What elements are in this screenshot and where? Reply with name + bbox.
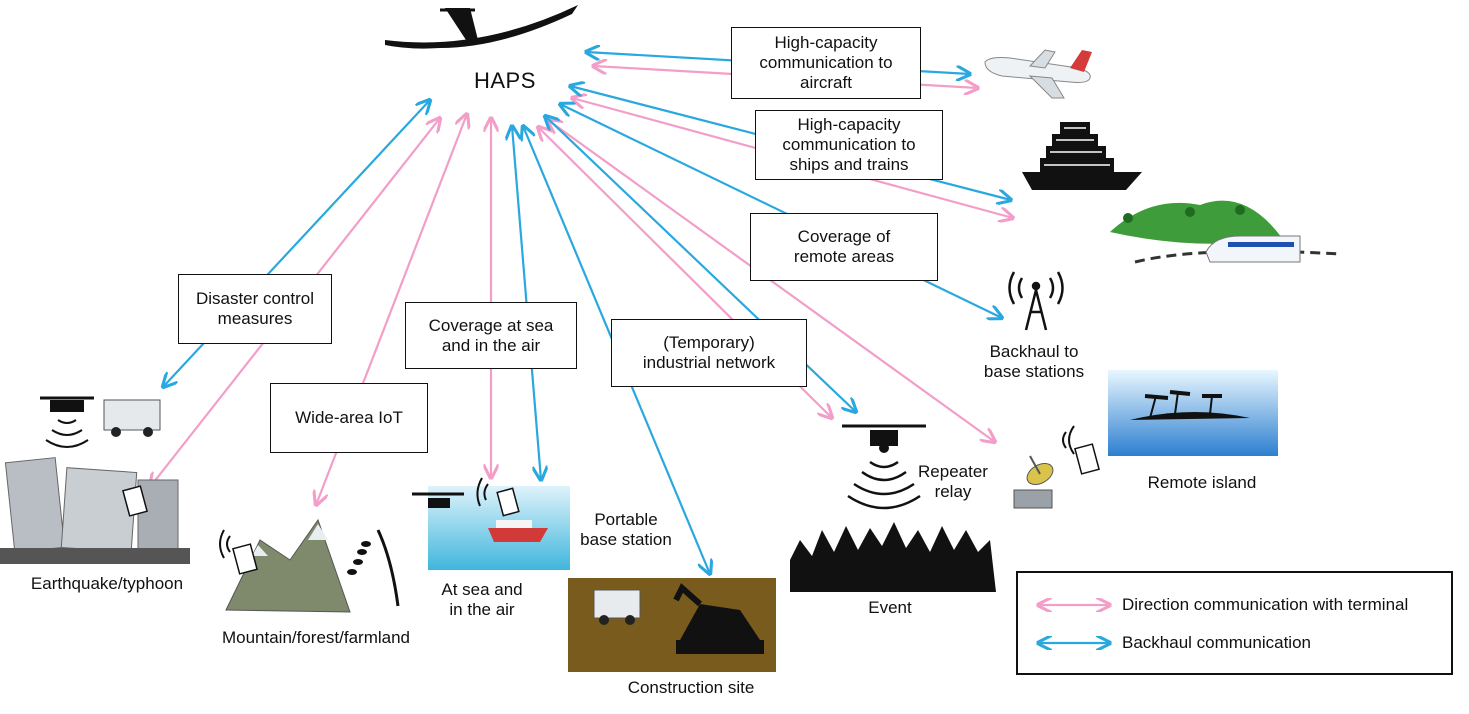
label-backhaul-bs: Backhaul to base stations	[983, 342, 1085, 381]
mountain-forest-icon	[219, 518, 400, 613]
label-at-sea: At sea and in the air	[441, 580, 523, 619]
label-remote-island: Remote island	[1147, 473, 1257, 492]
box-remote-areas: Coverage of remote areas	[750, 213, 938, 281]
legend-terminal: Direction communication with terminal	[1034, 595, 1408, 615]
terminal-wireless-icon	[1062, 425, 1100, 475]
hills-train-icon	[1110, 200, 1341, 264]
construction-site-icon	[568, 578, 776, 672]
box-iot: Wide-area IoT	[270, 383, 428, 453]
box-aircraft: High-capacity communication to aircraft	[731, 27, 921, 99]
sea-ship-drone-icon	[412, 477, 570, 570]
label-construction: Construction site	[627, 678, 755, 697]
crowd-icon	[790, 522, 996, 592]
blue-double-arrow-icon	[1034, 636, 1114, 650]
repeater-dish-icon	[1013, 455, 1054, 509]
event-drone-icon	[842, 424, 926, 510]
legend: Direction communication with terminal Ba…	[1016, 571, 1453, 675]
earthquake-scene-icon	[0, 396, 190, 564]
cruise-ship-icon	[1022, 122, 1142, 190]
pink-double-arrow-icon	[1034, 598, 1114, 612]
legend-terminal-label: Direction communication with terminal	[1122, 595, 1409, 614]
haps-aircraft-icon	[385, 5, 578, 49]
cell-tower-icon	[1008, 271, 1064, 331]
box-ships-trains: High-capacity communication to ships and…	[755, 110, 943, 180]
label-earthquake: Earthquake/typhoon	[30, 574, 184, 593]
label-mountain: Mountain/forest/farmland	[221, 628, 411, 647]
label-event: Event	[868, 598, 912, 617]
box-disaster: Disaster control measures	[178, 274, 332, 344]
airplane-icon	[984, 49, 1092, 99]
box-sea-air: Coverage at sea and in the air	[405, 302, 577, 369]
legend-backhaul-label: Backhaul communication	[1122, 633, 1311, 652]
box-industrial: (Temporary) industrial network	[611, 319, 807, 387]
haps-title: HAPS	[474, 68, 536, 93]
island-icon	[1108, 370, 1278, 456]
legend-backhaul: Backhaul communication	[1034, 633, 1311, 653]
label-repeater: Repeater relay	[918, 462, 988, 501]
label-portable-bs: Portable base station	[580, 510, 672, 549]
